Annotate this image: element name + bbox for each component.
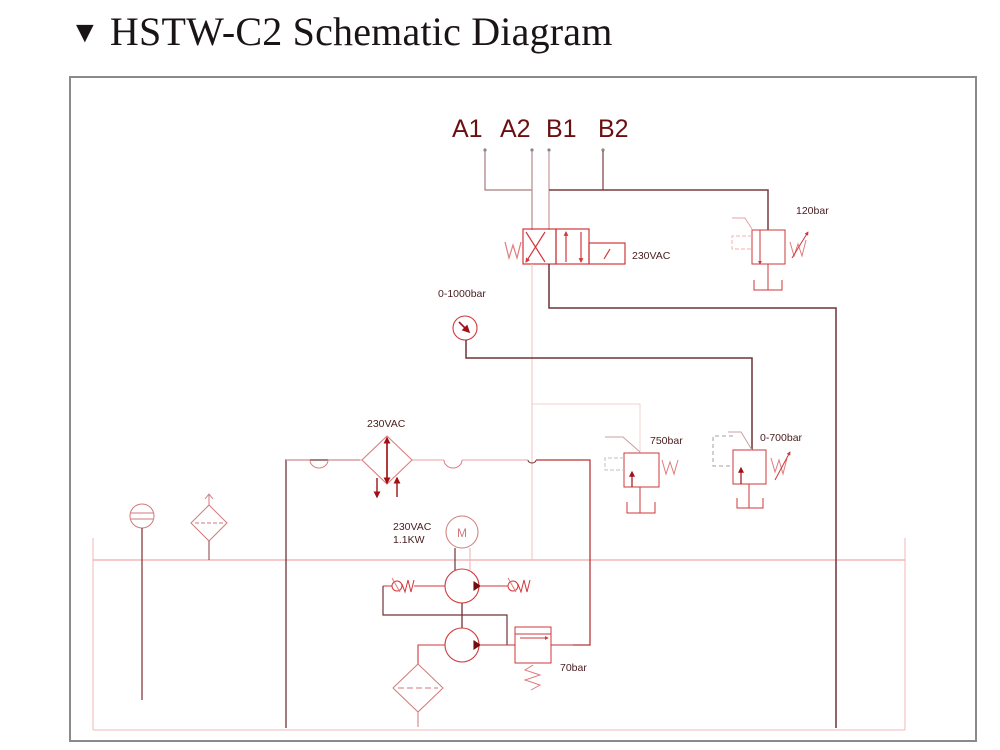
relief-valve-adjustable-label: 0-700bar bbox=[760, 432, 803, 444]
diagram-frame bbox=[69, 76, 977, 742]
pump-low-pressure[interactable] bbox=[417, 627, 515, 664]
pressure-gauge[interactable] bbox=[452, 315, 753, 450]
pressure-valve-70bar[interactable] bbox=[514, 626, 590, 691]
tank-outline bbox=[92, 538, 906, 731]
cooler-label: 230VAC bbox=[367, 418, 406, 430]
motor-voltage-label: 230VAC bbox=[393, 521, 432, 533]
pump-high-pressure[interactable] bbox=[444, 568, 481, 628]
check-valve-right bbox=[480, 577, 531, 594]
port-label-b1: B1 bbox=[546, 115, 577, 143]
port-labels: A1 A2 B1 B2 bbox=[452, 115, 629, 143]
relief-valve-120bar[interactable] bbox=[731, 217, 809, 291]
port-connectors bbox=[483, 148, 605, 152]
motor-power-label: 1.1KW bbox=[393, 534, 425, 546]
relief-valve-120bar-label: 120bar bbox=[796, 205, 829, 217]
triangle-marker-icon: ▼ bbox=[70, 16, 100, 49]
directional-valve-label: 230VAC bbox=[632, 250, 671, 262]
level-gauge bbox=[129, 503, 155, 700]
port-lines bbox=[484, 151, 769, 230]
suction-filter bbox=[392, 663, 444, 727]
port-label-b2: B2 bbox=[598, 115, 629, 143]
check-valve-bypass-line bbox=[382, 586, 508, 645]
check-valve-left bbox=[383, 577, 445, 594]
return-line-main bbox=[548, 264, 837, 728]
port-label-a2: A2 bbox=[500, 115, 531, 143]
port-label-a1: A1 bbox=[452, 115, 483, 143]
page-title: ▼ HSTW-C2 Schematic Diagram bbox=[70, 8, 613, 55]
page-title-text: HSTW-C2 Schematic Diagram bbox=[109, 9, 613, 54]
pressure-valve-70bar-label: 70bar bbox=[560, 662, 587, 674]
breather-filter bbox=[190, 493, 228, 560]
directional-valve[interactable] bbox=[504, 228, 626, 265]
relief-valve-750bar[interactable] bbox=[532, 403, 679, 514]
electric-motor[interactable]: M bbox=[445, 515, 479, 570]
pressure-gauge-label: 0-1000bar bbox=[438, 288, 486, 300]
relief-valve-adjustable[interactable] bbox=[712, 431, 791, 509]
relief-valve-750bar-label: 750bar bbox=[650, 435, 683, 447]
cooler[interactable] bbox=[361, 435, 413, 499]
motor-symbol: M bbox=[457, 526, 467, 540]
